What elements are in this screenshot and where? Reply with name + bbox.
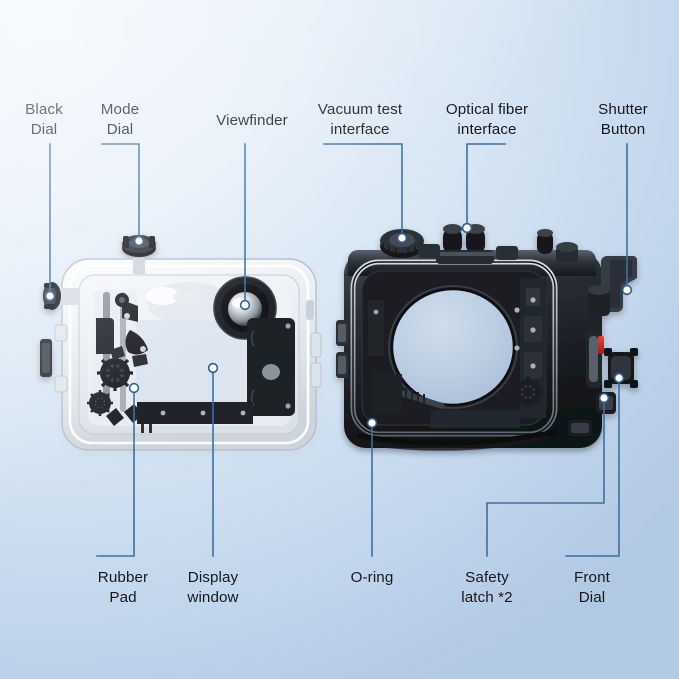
dot-o-ring <box>366 417 378 429</box>
dot-vacuum-test <box>396 232 408 244</box>
callout-label-black-dial: Black Dial <box>25 101 63 138</box>
callout-label-display-window: Display window <box>187 569 239 606</box>
dot-safety-latch <box>598 392 610 404</box>
callout-label-shutter-button: Shutter Button <box>598 101 648 138</box>
leader-rubber-pad <box>96 387 135 557</box>
callout-label-mode-dial: Mode Dial <box>100 101 140 138</box>
callout-label-safety-latch: Safety latch *2 <box>461 569 513 606</box>
top-post-right <box>537 229 553 254</box>
front-housing-assembly <box>336 224 638 451</box>
rear-gear-cluster <box>87 290 148 426</box>
leader-mode-dial <box>101 143 140 242</box>
leader-optical-fiber <box>466 143 506 229</box>
leader-safety-latch <box>486 397 605 557</box>
dot-rubber-pad <box>128 382 140 394</box>
dot-viewfinder <box>239 299 251 311</box>
callout-label-vacuum-test-interface: Vacuum test interface <box>317 101 403 138</box>
leader-front-dial <box>565 377 620 557</box>
optical-fiber-interface-ports <box>436 224 494 264</box>
leader-lines <box>49 143 628 557</box>
red-indicator-tab <box>598 336 604 354</box>
dot-mode-dial <box>133 235 145 247</box>
dot-front-dial <box>613 372 625 384</box>
callout-label-viewfinder: Viewfinder <box>216 112 288 129</box>
gear-small <box>87 390 113 416</box>
dot-optical-fiber <box>461 222 473 234</box>
gear-large <box>97 355 133 391</box>
dot-black-dial <box>44 290 56 302</box>
dot-shutter-button <box>621 284 633 296</box>
dot-display-window <box>207 362 219 374</box>
leader-vacuum-test <box>323 143 403 239</box>
callout-label-front-dial: Front Dial <box>574 569 610 606</box>
callout-label-o-ring: O-ring <box>350 569 394 586</box>
rear-bottom-rail <box>137 402 253 424</box>
safety-latch-lower <box>568 420 592 436</box>
leader-end-dots <box>44 222 633 429</box>
front-internal-mechanism <box>368 278 546 428</box>
callout-label-optical-fiber-interface: Optical fiber interface <box>445 101 529 138</box>
callout-label-rubber-pad: Rubber Pad <box>97 569 149 606</box>
rear-housing-assembly <box>40 235 322 451</box>
lens-port-opening <box>392 289 514 405</box>
